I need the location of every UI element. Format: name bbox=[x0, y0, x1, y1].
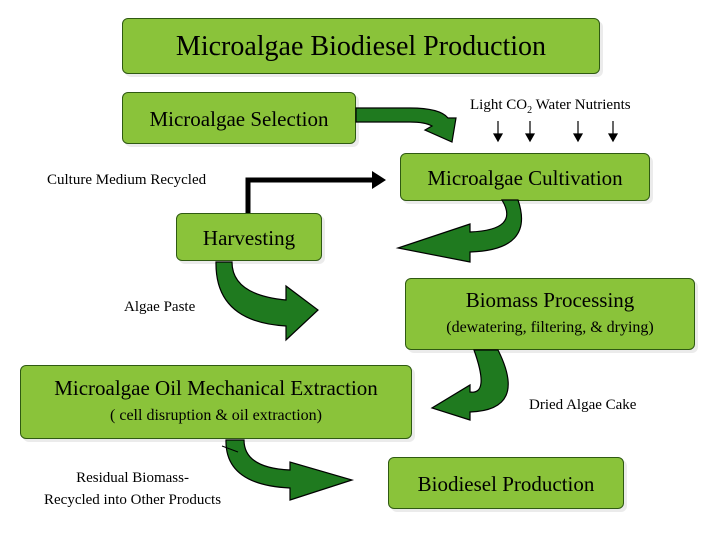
culture-medium-label: Culture Medium Recycled bbox=[47, 172, 207, 188]
culture-recycle-arrowhead bbox=[372, 171, 386, 189]
biodiesel-production-label: Biodiesel Production bbox=[417, 472, 595, 496]
harvesting-box: Harvesting bbox=[176, 213, 322, 261]
input-water: Water bbox=[535, 97, 572, 113]
residual-biomass-line1: Residual Biomass- bbox=[76, 470, 189, 486]
arrow-processing-to-extraction bbox=[430, 349, 509, 421]
arrow-cultivation-to-processing bbox=[395, 199, 523, 263]
biomass-processing-sublabel: (dewatering, filtering, & drying) bbox=[446, 319, 654, 336]
arrow-extraction-to-biodiesel bbox=[225, 439, 355, 501]
input-nutrients: Nutrients bbox=[574, 97, 631, 113]
inputs-label: Light CO2 Water Nutrients bbox=[470, 97, 631, 116]
harvesting-label: Harvesting bbox=[202, 226, 296, 250]
biomass-processing-box: Biomass Processing (dewatering, filterin… bbox=[405, 278, 695, 350]
input-light: Light bbox=[470, 97, 503, 113]
biomass-processing-label: Biomass Processing bbox=[465, 288, 635, 312]
input-co2-subscript: 2 bbox=[527, 105, 533, 116]
microalgae-selection-label: Microalgae Selection bbox=[149, 107, 329, 131]
oil-extraction-label: Microalgae Oil Mechanical Extraction bbox=[54, 376, 378, 400]
input-co2: CO bbox=[506, 97, 528, 113]
dried-algae-cake-label: Dried Algae Cake bbox=[529, 397, 637, 413]
oil-extraction-box: Microalgae Oil Mechanical Extraction ( c… bbox=[20, 365, 412, 439]
microalgae-selection-box: Microalgae Selection bbox=[122, 92, 356, 144]
microalgae-cultivation-label: Microalgae Cultivation bbox=[427, 166, 623, 190]
biodiesel-production-box: Biodiesel Production bbox=[388, 457, 624, 509]
input-arrows bbox=[492, 121, 619, 143]
arrow-selection-to-cultivation bbox=[355, 107, 457, 143]
microalgae-cultivation-box: Microalgae Cultivation bbox=[400, 153, 650, 201]
arrow-harvesting-to-extraction bbox=[215, 261, 319, 342]
algae-paste-label: Algae Paste bbox=[124, 299, 196, 315]
title-box: Microalgae Biodiesel Production bbox=[122, 18, 600, 74]
residual-biomass-label: Residual Biomass- Recycled into Other Pr… bbox=[44, 467, 221, 511]
diagram-title: Microalgae Biodiesel Production bbox=[175, 31, 547, 62]
culture-recycle-line bbox=[245, 177, 375, 213]
residual-biomass-tick bbox=[221, 445, 239, 453]
oil-extraction-sublabel: ( cell disruption & oil extraction) bbox=[110, 407, 322, 424]
residual-biomass-line2: Recycled into Other Products bbox=[44, 492, 222, 508]
